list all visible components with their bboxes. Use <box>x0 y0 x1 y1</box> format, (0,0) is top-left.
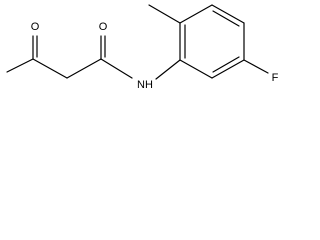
amide-nitrogen-label: NH <box>137 79 153 91</box>
bond-ring-to-fluorine <box>243 59 269 74</box>
bond-ring-to-methyl <box>148 4 181 24</box>
bond-nitrogen-to-ring <box>155 59 181 80</box>
ketone-oxygen-label: O <box>31 21 40 33</box>
ring-bond-2 <box>179 4 213 24</box>
ring-bond-3-inner <box>212 10 240 27</box>
ring-bond-6 <box>179 59 213 79</box>
ring-bond-3 <box>211 4 245 24</box>
bond-ketone-carbon-to-methylene <box>32 58 68 79</box>
bond-methylene-to-amide-carbon <box>66 58 102 79</box>
ring-bond-5-inner <box>212 56 240 73</box>
bond-amide-carbon-to-nitrogen <box>100 58 133 79</box>
amide-oxygen-label: O <box>99 21 108 33</box>
bond-methyl-to-ketone-carbon <box>6 58 34 73</box>
chemical-structure-diagram: O O NH F <box>6 4 279 91</box>
ring-bond-5 <box>211 59 245 79</box>
fluorine-label: F <box>272 72 279 84</box>
